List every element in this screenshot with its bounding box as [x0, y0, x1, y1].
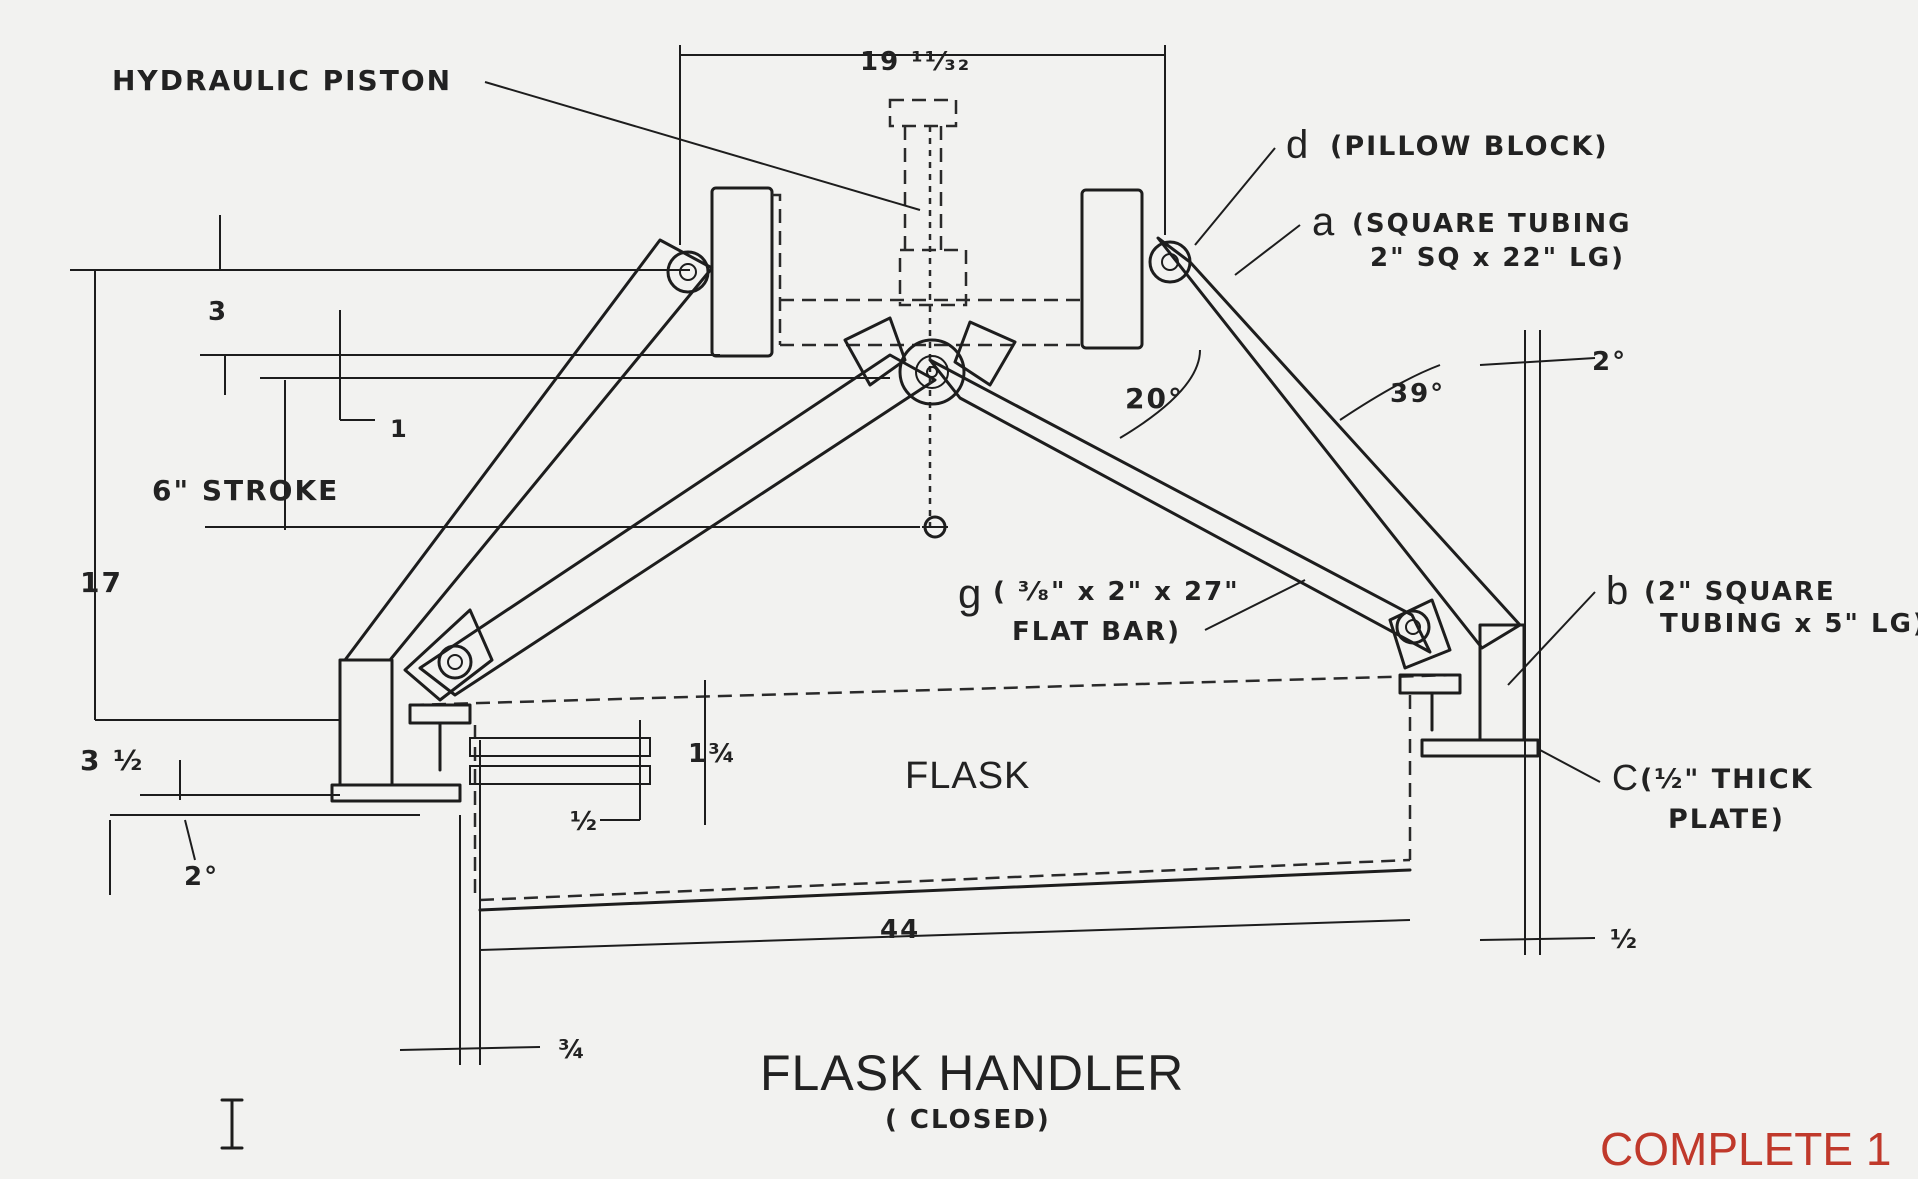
left-top-pivot: [666, 250, 710, 294]
dim-3-4: ¾: [558, 1035, 587, 1065]
left-foot-plate: [330, 783, 462, 803]
center-link-right: [953, 320, 1017, 387]
flat-bar-line1: ( ³⁄₈" x 2" x 27": [993, 577, 1240, 607]
c-line2: PLATE): [1668, 804, 1785, 835]
leader-lines: [484, 81, 1601, 783]
dim-1: 1: [390, 415, 409, 443]
right-top-pivot: [1148, 240, 1192, 284]
text-cursor-icon: [220, 1098, 244, 1150]
left-lower-bracket: [403, 608, 494, 702]
square-tubing-line2: 2" SQ x 22" LG): [1370, 243, 1625, 273]
pillow-block-letter: d: [1286, 123, 1309, 167]
dimension-lines: [70, 45, 1596, 1065]
stroke-label: 6" STROKE: [152, 474, 339, 507]
flask-bottom-edge: [479, 858, 1411, 902]
right-lower-bracket: [1388, 598, 1452, 670]
right-foot-tube: [1478, 623, 1526, 742]
dim-3: 3: [208, 297, 228, 327]
angle-2-right: 2°: [1592, 347, 1627, 377]
flat-bar-line2: FLAT BAR): [1012, 617, 1181, 647]
left-flat-bar: [418, 353, 937, 697]
right-flat-bar: [928, 358, 1432, 654]
dim-17: 17: [80, 566, 123, 599]
right-pillow-block: [1080, 188, 1144, 350]
dim-half-right: ½: [1610, 925, 1639, 955]
left-lower-pivot: [437, 644, 473, 680]
flask-top-edge: [409, 673, 1456, 707]
mechanism-linework: [330, 98, 1540, 912]
angle-20: 20°: [1125, 382, 1184, 415]
top-width-dimension: 19 ¹¹⁄₃₂: [860, 47, 971, 77]
piston-body: [898, 248, 968, 307]
center-link-left: [843, 316, 907, 387]
left-foot-tube: [338, 658, 394, 787]
hydraulic-piston-label: HYDRAULIC PISTON: [112, 64, 452, 97]
dim-half-left: ½: [570, 807, 599, 837]
b-line2: TUBING x 5" LG): [1660, 609, 1918, 639]
square-tubing-line1: (SQUARE TUBING: [1352, 209, 1631, 239]
dim-1-3-4: 1¾: [688, 739, 737, 769]
center-pivot: [898, 338, 966, 406]
square-tubing-letter: a: [1312, 200, 1335, 244]
c-line1: (½" THICK: [1640, 764, 1814, 795]
dim-3-half: 3 ½: [80, 744, 144, 777]
b-line1: (2" SQUARE: [1644, 577, 1836, 607]
right-lower-pivot: [1395, 609, 1431, 645]
pillow-block-label: (PILLOW BLOCK): [1330, 131, 1609, 162]
angle-39: 39°: [1390, 379, 1445, 409]
dim-44: 44: [880, 915, 920, 945]
right-foot-plate: [1420, 738, 1540, 758]
left-pillow-block: [710, 186, 774, 358]
b-letter: b: [1606, 569, 1629, 613]
flask-label: FLASK: [905, 755, 1030, 797]
piston-cap: [888, 98, 958, 128]
dim-2-deg-left: 2°: [184, 862, 219, 892]
complete-label: COMPLETE 1: [1600, 1123, 1891, 1175]
drawing-subtitle: ( CLOSED): [885, 1105, 1051, 1135]
flat-bar-letter: g: [958, 570, 982, 617]
c-letter: C: [1612, 757, 1639, 798]
drawing-title: FLASK HANDLER: [760, 1045, 1184, 1101]
